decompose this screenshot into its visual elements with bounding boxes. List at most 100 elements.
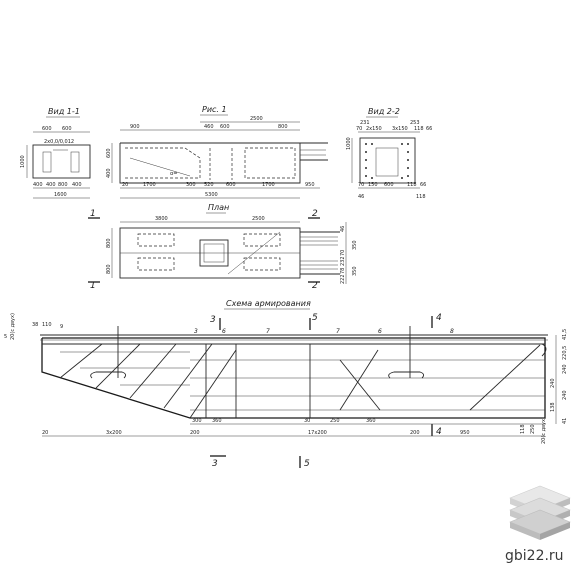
plan-dim-right-3: 70 xyxy=(340,250,346,256)
plan-dim-right-7: 222 xyxy=(340,274,346,284)
view-2-2-dim-top-5: 3x150 xyxy=(392,126,408,132)
view-2-2-dim-bot-6: 46 xyxy=(358,194,364,200)
view-2-2-dim-left: 1000 xyxy=(346,137,352,150)
scheme-dim-right-3: 240 xyxy=(562,364,568,374)
watermark-logo xyxy=(509,485,571,540)
scheme-stirrups xyxy=(117,326,411,418)
ris-1-dim-top-3: 460 xyxy=(204,124,214,130)
view-plan: План 1 1 2 2 3800 2500 xyxy=(88,203,358,291)
view-1-1-dim-bot-4: 400 xyxy=(72,182,82,188)
view-2-2-dim-bot-1: 70 xyxy=(358,182,364,188)
view-2-2-dim-bot-2: 150 xyxy=(368,182,378,188)
plan-dim-right-5: 78 xyxy=(340,268,346,274)
scheme-dim-bot-9: 17x200 xyxy=(308,430,327,436)
plan-dim-right-6: 350 xyxy=(352,266,358,276)
scheme-dim-right-10: 20(с двух) xyxy=(541,417,547,444)
scheme-inclined-bars xyxy=(59,343,541,419)
plan-title: План xyxy=(208,203,229,212)
section-mark-4-bottom: 4 xyxy=(436,427,442,437)
view-1-1-dim-bot-3: 800 xyxy=(58,182,68,188)
section-mark-1-top: 1 xyxy=(90,209,96,219)
view-2-2-dim-bot-5: 66 xyxy=(420,182,426,188)
view-2-2-dim-top-1: 231 xyxy=(360,120,370,126)
view-1-1-dim-height: 1000 xyxy=(20,155,26,168)
view-2-2-dim-top-2: 253 xyxy=(410,120,420,126)
ris-1-dim-top-5: 800 xyxy=(278,124,288,130)
scheme-mark-7a: 7 xyxy=(266,328,270,335)
ris-1-dim-bot-3: 300 xyxy=(186,182,196,188)
view-2-2-rebar-dots xyxy=(365,143,409,179)
section-mark-2-bottom: 2 xyxy=(312,281,318,291)
scheme-title: Схема армирования xyxy=(226,299,311,308)
view-1-1-dim-bot-2: 400 xyxy=(46,182,56,188)
ris-1-dim-left-1: 600 xyxy=(106,148,112,158)
ris-1-dim-top-1: 900 xyxy=(130,124,140,130)
scheme-dim-bot-4: 300 xyxy=(192,418,202,424)
scheme-dim-right-2: 220,5 xyxy=(562,346,568,360)
ris-1-dim-total: 5300 xyxy=(205,192,218,198)
ris-1-title: Рис. 1 xyxy=(202,105,227,114)
reinforcement-scheme: Схема армирования 3 5 4 4 5 38 110 9 20(… xyxy=(4,299,568,469)
scheme-left-mark-4: 9 xyxy=(60,324,63,330)
scheme-dim-bot-10: 200 xyxy=(410,430,420,436)
scheme-dim-right-1: 41,5 xyxy=(562,329,568,340)
scheme-left-mark-2: 38 xyxy=(32,322,38,328)
view-2-2: Вид 2-2 231 253 70 2x150 3x150 118 66 10… xyxy=(346,107,432,200)
scheme-dim-right-6: 138 xyxy=(550,402,556,412)
ris-1-dim-top-2: 2500 xyxy=(250,116,263,122)
plan-dim-right-2: 350 xyxy=(352,240,358,250)
section-mark-5-top: 5 xyxy=(312,313,318,323)
view-2-2-title: Вид 2-2 xyxy=(368,107,400,116)
scheme-dim-bot-11: 950 xyxy=(460,430,470,436)
view-2-2-dim-top-7: 66 xyxy=(426,126,432,132)
scheme-mark-3: 3 xyxy=(194,328,198,335)
ris-1-dim-left-2: 400 xyxy=(106,168,112,178)
scheme-dim-bot-7: 250 xyxy=(330,418,340,424)
scheme-mark-6b: 6 xyxy=(378,328,382,335)
view-1-1-dim-total: 1600 xyxy=(54,192,67,198)
view-2-2-dim-bot-3: 600 xyxy=(384,182,394,188)
section-mark-2-top: 2 xyxy=(312,209,318,219)
watermark-site: gbi22.ru xyxy=(505,548,564,564)
scheme-dim-bot-2: 3x200 xyxy=(106,430,122,436)
scheme-left-mark-7: 20(с двух) xyxy=(10,313,16,340)
scheme-dim-right-4: 240 xyxy=(550,378,556,388)
scheme-dim-right-9: 250 xyxy=(530,424,536,434)
section-mark-1-bottom: 1 xyxy=(90,281,96,291)
view-2-2-dim-top-3: 70 xyxy=(356,126,362,132)
scheme-dim-bot-6: 30 xyxy=(304,418,310,424)
scheme-left-mark-3: 110 xyxy=(42,322,52,328)
scheme-dim-right-5: 240 xyxy=(562,390,568,400)
ris-1-dim-bot-6: 1700 xyxy=(262,182,275,188)
ris-1-alpha: α= xyxy=(170,171,178,177)
scheme-dim-bot-3: 200 xyxy=(190,430,200,436)
section-mark-3-bottom: 3 xyxy=(212,459,218,469)
scheme-dim-right-8: 118 xyxy=(520,424,526,434)
plan-dim-top-1: 3800 xyxy=(155,216,168,222)
view-1-1-dim-bot-1: 400 xyxy=(33,182,43,188)
ris-1-dim-bot-7: 950 xyxy=(305,182,315,188)
scheme-mark-6a: 6 xyxy=(222,328,226,335)
view-1-1-dim-top-1: 600 xyxy=(42,126,52,132)
ris-1-dim-bot-1: 20 xyxy=(122,182,128,188)
scheme-dim-right-7: 41 xyxy=(562,418,568,424)
ris-1-dim-bot-4: 520 xyxy=(204,182,214,188)
view-1-1: Вид 1-1 600 600 2x0,0/0,012 1000 400 400… xyxy=(20,107,91,199)
plan-dim-right-4: 232 xyxy=(340,256,346,266)
view-2-2-dim-top-6: 118 xyxy=(414,126,424,132)
plan-dim-left-2: 800 xyxy=(106,264,112,274)
ris-1-dim-top-4: 600 xyxy=(220,124,230,130)
scheme-mark-7b: 7 xyxy=(336,328,340,335)
scheme-left-mark-1: 5 xyxy=(4,334,7,340)
view-1-1-dim-top-2: 600 xyxy=(62,126,72,132)
view-1-1-dim-top-3: 2x0,0/0,012 xyxy=(44,139,74,145)
ris-1-dim-bot-2: 1700 xyxy=(143,182,156,188)
scheme-dim-bot-1: 20 xyxy=(42,430,48,436)
view-2-2-dim-top-4: 2x150 xyxy=(366,126,382,132)
plan-strands xyxy=(300,236,338,270)
plan-dim-left-1: 800 xyxy=(106,238,112,248)
scheme-dim-bot-5: 360 xyxy=(212,418,222,424)
plan-dim-right-1: 46 xyxy=(340,226,346,232)
section-mark-4-top: 4 xyxy=(436,313,442,323)
plan-dim-top-2: 2500 xyxy=(252,216,265,222)
